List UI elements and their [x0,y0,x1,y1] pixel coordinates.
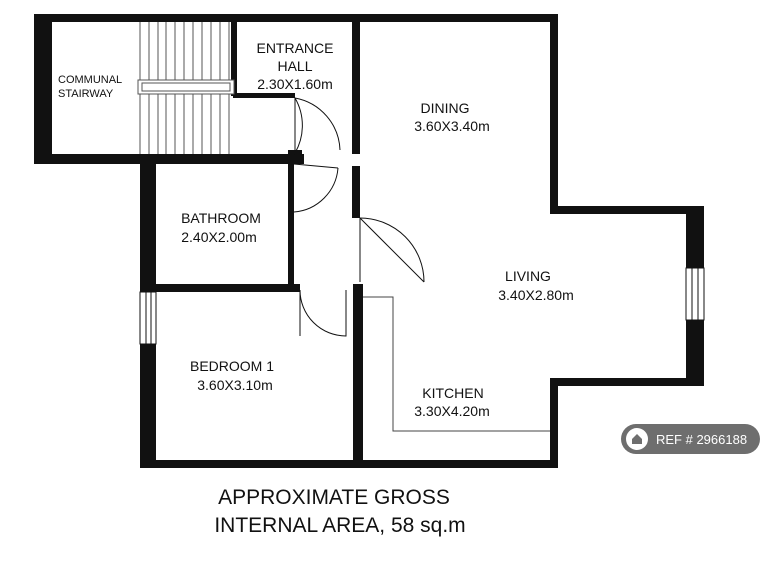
stairway-label-2: STAIRWAY [58,88,114,100]
home-icon [626,428,648,450]
kitchen-size: 3.30X4.20m [414,403,490,419]
living-label: LIVING [505,268,551,284]
area-caption-line1: APPROXIMATE GROSS [218,486,450,509]
bedroom-size: 3.60X3.10m [197,377,273,393]
bedroom-label: BEDROOM 1 [190,358,274,374]
doors [293,97,425,337]
entrance-label-2: HALL [277,58,312,74]
window-right [685,267,705,321]
entrance-size: 2.30X1.60m [257,76,333,92]
ref-badge: REF # 2966188 [621,424,760,454]
entrance-label-1: ENTRANCE [256,40,333,56]
bathroom-size: 2.40X2.00m [181,229,257,245]
stairway-label-1: COMMUNAL [58,74,122,86]
bathroom-label: BATHROOM [181,210,261,226]
ref-text: REF # 2966188 [656,431,748,447]
area-caption-line2: INTERNAL AREA, 58 sq.m [214,514,466,537]
exterior-walls [34,14,704,468]
dining-label: DINING [421,100,470,116]
window-left [139,291,157,345]
kitchen-counter [363,296,550,432]
kitchen-label: KITCHEN [422,385,483,401]
interior-walls [150,14,363,468]
living-size: 3.40X2.80m [498,287,574,303]
dining-size: 3.60X3.40m [414,118,490,134]
stairs [137,22,235,154]
